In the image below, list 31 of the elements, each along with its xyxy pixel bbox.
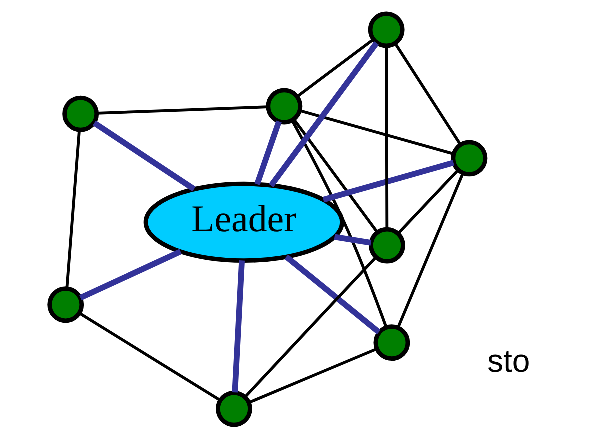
connector [248,348,377,404]
node-circle [216,390,252,428]
connector [92,120,196,192]
label: sto [486,343,530,380]
node-circle [62,96,99,132]
node-circle [450,140,488,177]
node-circle [373,324,410,362]
connector [334,234,372,246]
connector [78,312,221,402]
connector [322,160,454,203]
connector [396,172,464,329]
node-circle [266,88,302,125]
connector [78,249,182,301]
connector [292,118,378,234]
connector [244,256,377,398]
connector [284,254,380,335]
connector [65,130,80,289]
connector [384,46,388,230]
node-circle [47,286,84,324]
connector [290,120,388,328]
connector [299,109,454,156]
connector [394,42,462,146]
node-circle [368,227,405,264]
connector [397,170,459,235]
node-ellipse: Leader [143,182,344,264]
connector [254,120,282,186]
node-circle [368,12,404,48]
connector [232,260,245,393]
connector [296,38,374,98]
connector [96,106,268,115]
connector [268,41,379,188]
